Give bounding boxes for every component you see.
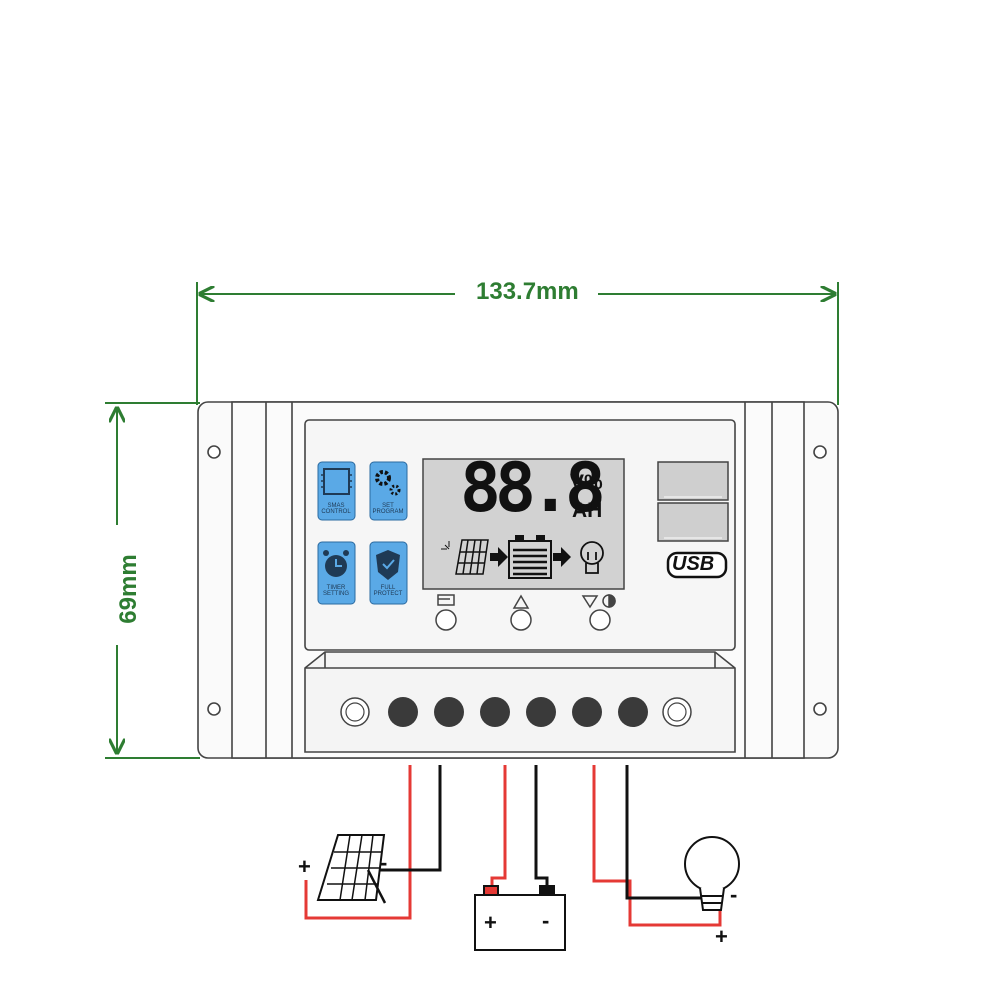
bulb-icon bbox=[580, 541, 604, 574]
load-plus-sign: + bbox=[715, 924, 728, 949]
triangle-down-icon bbox=[581, 594, 616, 609]
arrow-right-icon bbox=[490, 547, 508, 567]
mount-hole-bottom-left bbox=[207, 702, 221, 716]
load-minus-sign: - bbox=[730, 882, 738, 907]
feature-icon-gears bbox=[369, 461, 408, 521]
battery-negative-wire bbox=[534, 765, 549, 892]
terminal-socket bbox=[618, 697, 648, 727]
width-dimension bbox=[196, 282, 839, 405]
battery-wires bbox=[490, 765, 549, 892]
feature-caption-gears: SET PROGRAM bbox=[372, 503, 404, 515]
solar-panel-icon bbox=[316, 834, 387, 904]
feature-icon-shield bbox=[369, 541, 408, 605]
solar-negative-wire bbox=[378, 765, 442, 872]
terminal-socket bbox=[434, 697, 464, 727]
battery-icon bbox=[508, 535, 552, 579]
lcd-unit-bottom: AH bbox=[572, 499, 603, 522]
terminal-socket bbox=[388, 697, 418, 727]
battery-icon bbox=[474, 885, 566, 951]
load-wires bbox=[592, 765, 722, 927]
triangle-up-icon bbox=[512, 594, 530, 609]
terminal-screw-left bbox=[340, 697, 370, 727]
menu-button[interactable] bbox=[435, 609, 457, 631]
terminal-screw-right bbox=[662, 697, 692, 727]
solar-panel-icon bbox=[441, 539, 489, 575]
menu-icon bbox=[437, 594, 455, 606]
battery-positive-wire bbox=[490, 765, 507, 892]
usb-ports bbox=[657, 461, 729, 542]
battery-plus-sign: + bbox=[484, 910, 497, 935]
lcd-digits: 88.8 bbox=[460, 449, 606, 528]
usb-logo-icon bbox=[666, 551, 728, 579]
feature-icon-alarm bbox=[317, 541, 356, 605]
terminal-row bbox=[388, 697, 648, 727]
height-dimension-label: 69mm bbox=[115, 538, 143, 640]
feature-icon-chip bbox=[317, 461, 356, 521]
usb-port-lower bbox=[657, 502, 729, 542]
down-button[interactable] bbox=[589, 609, 611, 631]
terminal-socket bbox=[572, 697, 602, 727]
bulb-icon bbox=[684, 836, 740, 911]
usb-port-upper bbox=[657, 461, 729, 501]
width-dimension-label: 133.7mm bbox=[470, 278, 585, 306]
mounting-holes bbox=[207, 445, 827, 716]
up-button[interactable] bbox=[510, 609, 532, 631]
feature-caption-shield: FULL PROTECT bbox=[373, 585, 403, 597]
usb-label: USB bbox=[672, 553, 715, 575]
arrow-right-icon bbox=[553, 547, 571, 567]
button-icons bbox=[437, 594, 616, 609]
solar-wires bbox=[304, 765, 442, 920]
solar-minus-sign: - bbox=[380, 850, 388, 875]
solar-positive-wire bbox=[304, 765, 412, 920]
terminal-socket bbox=[480, 697, 510, 727]
mount-hole-top-left bbox=[207, 445, 221, 459]
terminal-socket bbox=[526, 697, 556, 727]
solar-plus-sign: + bbox=[298, 854, 311, 879]
mount-hole-bottom-right bbox=[813, 702, 827, 716]
battery-minus-sign: - bbox=[542, 908, 550, 933]
load-negative-wire bbox=[625, 765, 702, 900]
lcd-unit-top: V% bbox=[570, 471, 603, 494]
height-dimension bbox=[105, 402, 200, 759]
load-positive-wire bbox=[592, 765, 722, 927]
mount-hole-top-right bbox=[813, 445, 827, 459]
feature-caption-chip: SMAS CONTROL bbox=[321, 503, 351, 515]
feature-caption-alarm: TIMER SETTING bbox=[322, 585, 349, 597]
